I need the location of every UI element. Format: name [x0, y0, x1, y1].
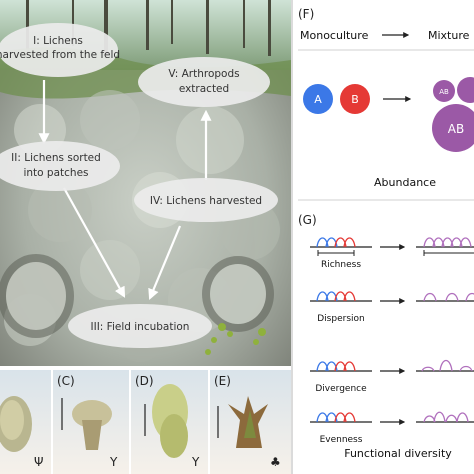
step-3: III: Field incubation — [68, 304, 212, 348]
trait-curve — [316, 237, 329, 248]
panel-f-label: (F) — [298, 7, 314, 21]
trait-curve — [334, 291, 347, 302]
row-label: Divergence — [315, 384, 367, 394]
trait-curve — [343, 412, 356, 423]
symbol-b: Ψ — [34, 455, 43, 469]
row-label: Dispersion — [317, 314, 364, 324]
trait-curve-mixture — [432, 237, 445, 248]
circle-ab-large — [432, 104, 474, 152]
trait-curve-mixture — [445, 414, 458, 423]
step-4: IV: Lichens harvested — [134, 178, 278, 222]
step-1: I: Lichens harvested from the feld — [0, 23, 120, 77]
trait-curve — [343, 361, 356, 372]
symbol-e: ♣ — [270, 455, 281, 469]
panel-e-label: (E) — [214, 374, 231, 388]
trait-curve — [325, 237, 338, 248]
trait-curve — [343, 291, 356, 302]
diversity-row: Dispersion — [310, 291, 474, 324]
circle-a — [303, 84, 333, 114]
trait-curve-mixture — [441, 237, 454, 248]
trait-curve — [316, 291, 329, 302]
tree-trunks — [26, 0, 271, 58]
diversity-row: Evenness — [310, 411, 474, 445]
step-2-line-2: into patches — [23, 167, 88, 179]
trait-curve-mixture — [445, 292, 459, 302]
mixture-label: Mixture — [428, 29, 470, 42]
trait-curve — [343, 237, 356, 248]
specimen-panels: Ψ (C) Y (D) Y (E) ♣ — [0, 368, 291, 474]
row-label: Evenness — [320, 435, 363, 445]
trait-curve — [325, 361, 338, 372]
trait-curve-mixture — [459, 237, 472, 248]
step-3-label: III: Field incubation — [91, 321, 190, 333]
trait-curve — [334, 412, 347, 423]
row-label: Richness — [321, 260, 361, 270]
trait-curve-mixture — [465, 292, 474, 302]
panel-d-label: (D) — [135, 374, 154, 388]
trait-curve — [316, 412, 329, 423]
symbol-d: Y — [191, 455, 200, 469]
trait-curve — [316, 361, 329, 372]
trait-curve-mixture — [459, 365, 473, 372]
trait-curve-mixture — [456, 412, 469, 423]
trait-curve-mixture — [433, 411, 446, 423]
trait-curve — [325, 291, 338, 302]
specimen-c: (C) Y — [57, 374, 118, 469]
circle-ab-large-label: AB — [448, 122, 464, 136]
step-5-line-2: extracted — [179, 83, 229, 95]
specimen-b: Ψ — [0, 396, 43, 469]
specimen-e: (E) ♣ — [214, 374, 281, 469]
trait-curve-mixture — [423, 292, 437, 302]
step-5-line-1: V: Arthropods — [168, 68, 239, 80]
panel-g-label: (G) — [298, 213, 317, 227]
circle-ab-small — [433, 80, 455, 102]
abundance-caption: Abundance — [374, 176, 436, 189]
trait-curve-mixture — [421, 366, 435, 372]
panel-f: (F) Monoculture Mixture A B AB AB Abunda… — [298, 7, 474, 189]
trait-curve — [334, 361, 347, 372]
trait-curve — [325, 412, 338, 423]
workflow-arrows — [38, 80, 212, 301]
symbol-c: Y — [109, 455, 118, 469]
functional-diversity-caption: Functional diversity — [344, 447, 452, 460]
circle-b — [340, 84, 370, 114]
trait-curve-mixture — [423, 415, 436, 423]
photo-panel: I: Lichens harvested from the feld V: Ar… — [0, 0, 291, 366]
diversity-row: Richness — [310, 237, 474, 270]
step-2-line-1: II: Lichens sorted — [11, 152, 101, 164]
diversity-row: Divergence — [310, 359, 474, 394]
circle-a-label: A — [314, 93, 322, 106]
trait-curve — [334, 237, 347, 248]
specimen-d: (D) Y — [135, 374, 200, 469]
step-2: II: Lichens sorted into patches — [0, 141, 120, 191]
trait-curve-mixture — [450, 237, 463, 248]
monoculture-label: Monoculture — [300, 29, 369, 42]
trait-curve-mixture — [439, 359, 453, 372]
trait-curve-mixture — [423, 237, 436, 248]
step-1-line-2: harvested from the feld — [0, 49, 120, 61]
circle-ab-medium — [457, 77, 474, 103]
step-4-label: IV: Lichens harvested — [150, 195, 262, 207]
step-5: V: Arthropods extracted — [138, 57, 270, 107]
circle-b-label: B — [351, 93, 359, 106]
circle-ab-small-label: AB — [439, 88, 449, 96]
step-1-line-1: I: Lichens — [33, 35, 83, 47]
panel-g: (G) RichnessDispersionDivergenceEvenness… — [298, 213, 474, 460]
green-sprigs — [205, 323, 266, 355]
panel-c-label: (C) — [57, 374, 75, 388]
